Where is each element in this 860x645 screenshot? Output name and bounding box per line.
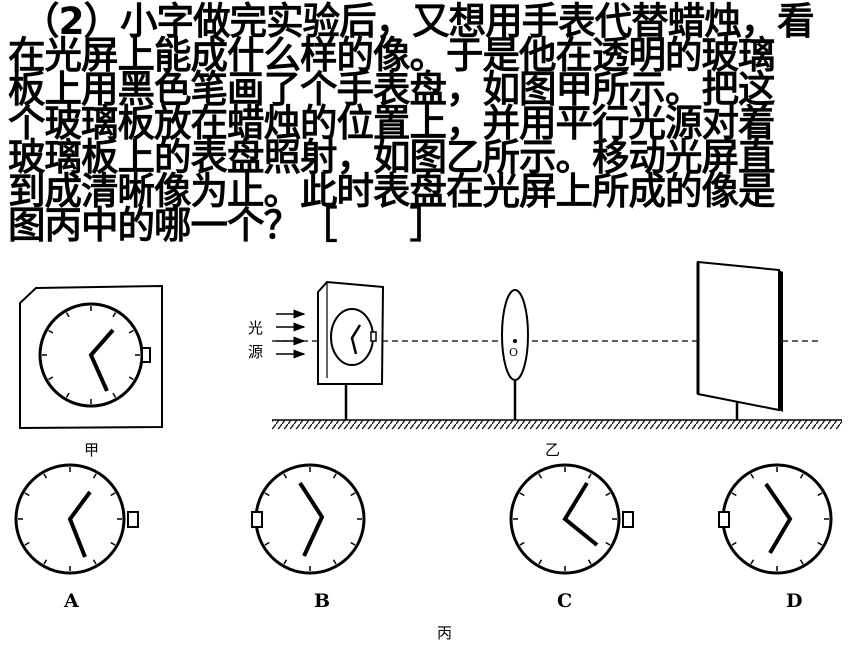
hour-tick [519,492,525,497]
light-screen [696,260,783,420]
hour-tick [350,541,356,546]
hour-tick [283,473,288,479]
convex-lens: O [501,289,529,420]
watch-hands [88,328,115,392]
hour-tick [110,492,116,497]
hour-tick [24,492,30,497]
hour-tick [605,541,611,546]
hour-tick [538,559,543,565]
watch-ticks [42,306,140,404]
question-line: 到成清晰像为止。此时表盘在光屏上所成的像是 [8,169,776,213]
hour-tick [587,559,592,565]
hour-tick [750,473,755,479]
hour-tick [731,492,737,497]
ground [272,420,842,429]
figure-jia: 甲 [19,284,163,459]
hour-tick [799,473,804,479]
light-label-2: 源 [248,343,263,361]
question-line: 玻璃板上的表盘照射，如图乙所示。移动光屏直 [8,135,776,179]
hour-tick [24,541,30,546]
hour-tick [587,473,592,479]
hour-tick [817,541,823,546]
hour-tick [112,392,117,398]
hour-tick [43,559,48,565]
light-arrows [276,309,306,359]
option-a-watch [14,463,139,575]
lens-center-label: O [509,346,518,359]
question-line: （2）小字做完实验后，又想用手表代替蜡烛，看 [22,0,815,43]
hour-tick [799,559,804,565]
hour-tick [332,473,337,479]
hour-tick [538,473,543,479]
hour-tick [283,559,288,565]
hour-tick [264,492,270,497]
figure-yi: 光 源 O 乙 [248,260,842,459]
hour-tick [128,329,134,334]
caption-yi: 乙 [545,441,560,459]
hour-tick [519,541,525,546]
option-c-watch [509,463,634,575]
light-label-1: 光 [248,319,263,337]
hour-tick [750,559,755,565]
question-text: （2）小字做完实验后，又想用手表代替蜡烛，看 在光屏上能成什么样的像。于是他在透… [8,0,854,247]
hour-tick [112,312,117,318]
option-b-label: B [314,590,330,612]
hour-tick [264,541,270,546]
caption-bing: 丙 [437,624,452,642]
option-a-label: A [63,590,79,612]
question-line: 个玻璃板放在蜡烛的位置上，并用平行光源对着 [8,101,776,145]
hour-tick [605,492,611,497]
hour-tick [110,541,116,546]
figure-bing: A B C D 丙 [14,463,833,642]
caption-jia: 甲 [84,441,99,459]
option-b-watch [251,463,366,575]
option-d-watch [718,463,833,575]
question-line: 在光屏上能成什么样的像。于是他在透明的玻璃 [8,33,776,77]
hour-tick [731,541,737,546]
option-c-label: C [557,590,572,612]
hour-tick [92,473,97,479]
watch-crown [141,347,151,363]
question-line: 板上用黑色笔画了个手表盘，如图甲所示。把这 [8,67,776,111]
hour-tick [65,392,70,398]
question-line: 图丙中的哪一个？［ ］ [8,203,447,247]
hour-tick [65,312,70,318]
hour-tick [48,329,54,334]
hour-tick [48,376,54,381]
hour-tick [43,473,48,479]
hour-tick [92,559,97,565]
hour-tick [128,376,134,381]
option-d-label: D [786,590,802,612]
hour-tick [332,559,337,565]
glass-plate-setup [317,280,385,420]
hour-tick [817,492,823,497]
hour-tick [350,492,356,497]
